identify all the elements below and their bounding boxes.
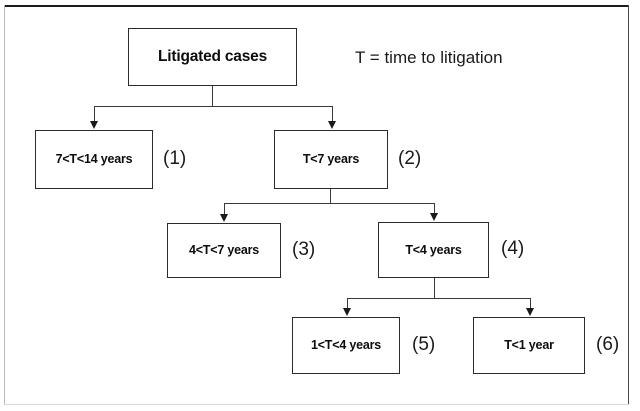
connector-level2-bus [224, 203, 435, 205]
legend-text: T = time to litigation [355, 48, 503, 67]
node-under-7-years-label: T<7 years [302, 152, 360, 167]
arrow-head-to-node-5 [343, 308, 351, 316]
arrow-head-to-node-6 [526, 308, 534, 316]
node-1-to-4-years[interactable]: 1<T<4 years [292, 317, 400, 374]
connector-level1-drop-right [332, 106, 334, 123]
connector-node2-stem [330, 189, 332, 203]
index-tag-1: (1) [163, 148, 187, 169]
connector-level3-drop-left [347, 298, 349, 310]
connector-level2-drop-left [224, 203, 226, 216]
node-under-4-years[interactable]: T<4 years [378, 222, 489, 278]
index-tag-2: (2) [398, 148, 422, 169]
connector-level2-drop-right [434, 203, 436, 215]
connector-level3-drop-right [530, 298, 532, 310]
node-litigated-cases[interactable]: Litigated cases [128, 28, 297, 86]
frame-top-border [4, 5, 628, 7]
node-under-1-year[interactable]: T<1 year [473, 317, 585, 374]
arrow-head-to-node-2 [328, 121, 336, 129]
node-7-to-14-years[interactable]: 7<T<14 years [35, 130, 153, 189]
connector-root-stem [212, 86, 214, 106]
node-4-to-7-years-label: 4<T<7 years [188, 243, 260, 258]
connector-level1-drop-left [94, 106, 96, 123]
frame-bottom-border [4, 404, 629, 405]
index-tag-6: (6) [596, 334, 620, 355]
index-tag-4: (4) [501, 238, 525, 259]
index-tag-5: (5) [412, 334, 436, 355]
arrow-head-to-node-3 [220, 214, 228, 222]
node-7-to-14-years-label: 7<T<14 years [55, 152, 133, 167]
frame-right-border [628, 5, 629, 405]
connector-node4-stem [434, 278, 436, 298]
node-4-to-7-years[interactable]: 4<T<7 years [167, 223, 281, 278]
node-litigated-cases-label: Litigated cases [158, 48, 267, 66]
connector-level3-bus [347, 298, 531, 300]
node-under-4-years-label: T<4 years [405, 242, 462, 257]
node-under-1-year-label: T<1 year [504, 338, 554, 353]
node-1-to-4-years-label: 1<T<4 years [310, 338, 382, 353]
index-tag-3: (3) [292, 239, 316, 260]
connector-level1-bus [94, 106, 332, 108]
arrow-head-to-node-4 [430, 213, 438, 221]
arrow-head-to-node-1 [90, 121, 98, 129]
node-under-7-years[interactable]: T<7 years [274, 130, 388, 189]
frame-left-border [4, 5, 5, 405]
